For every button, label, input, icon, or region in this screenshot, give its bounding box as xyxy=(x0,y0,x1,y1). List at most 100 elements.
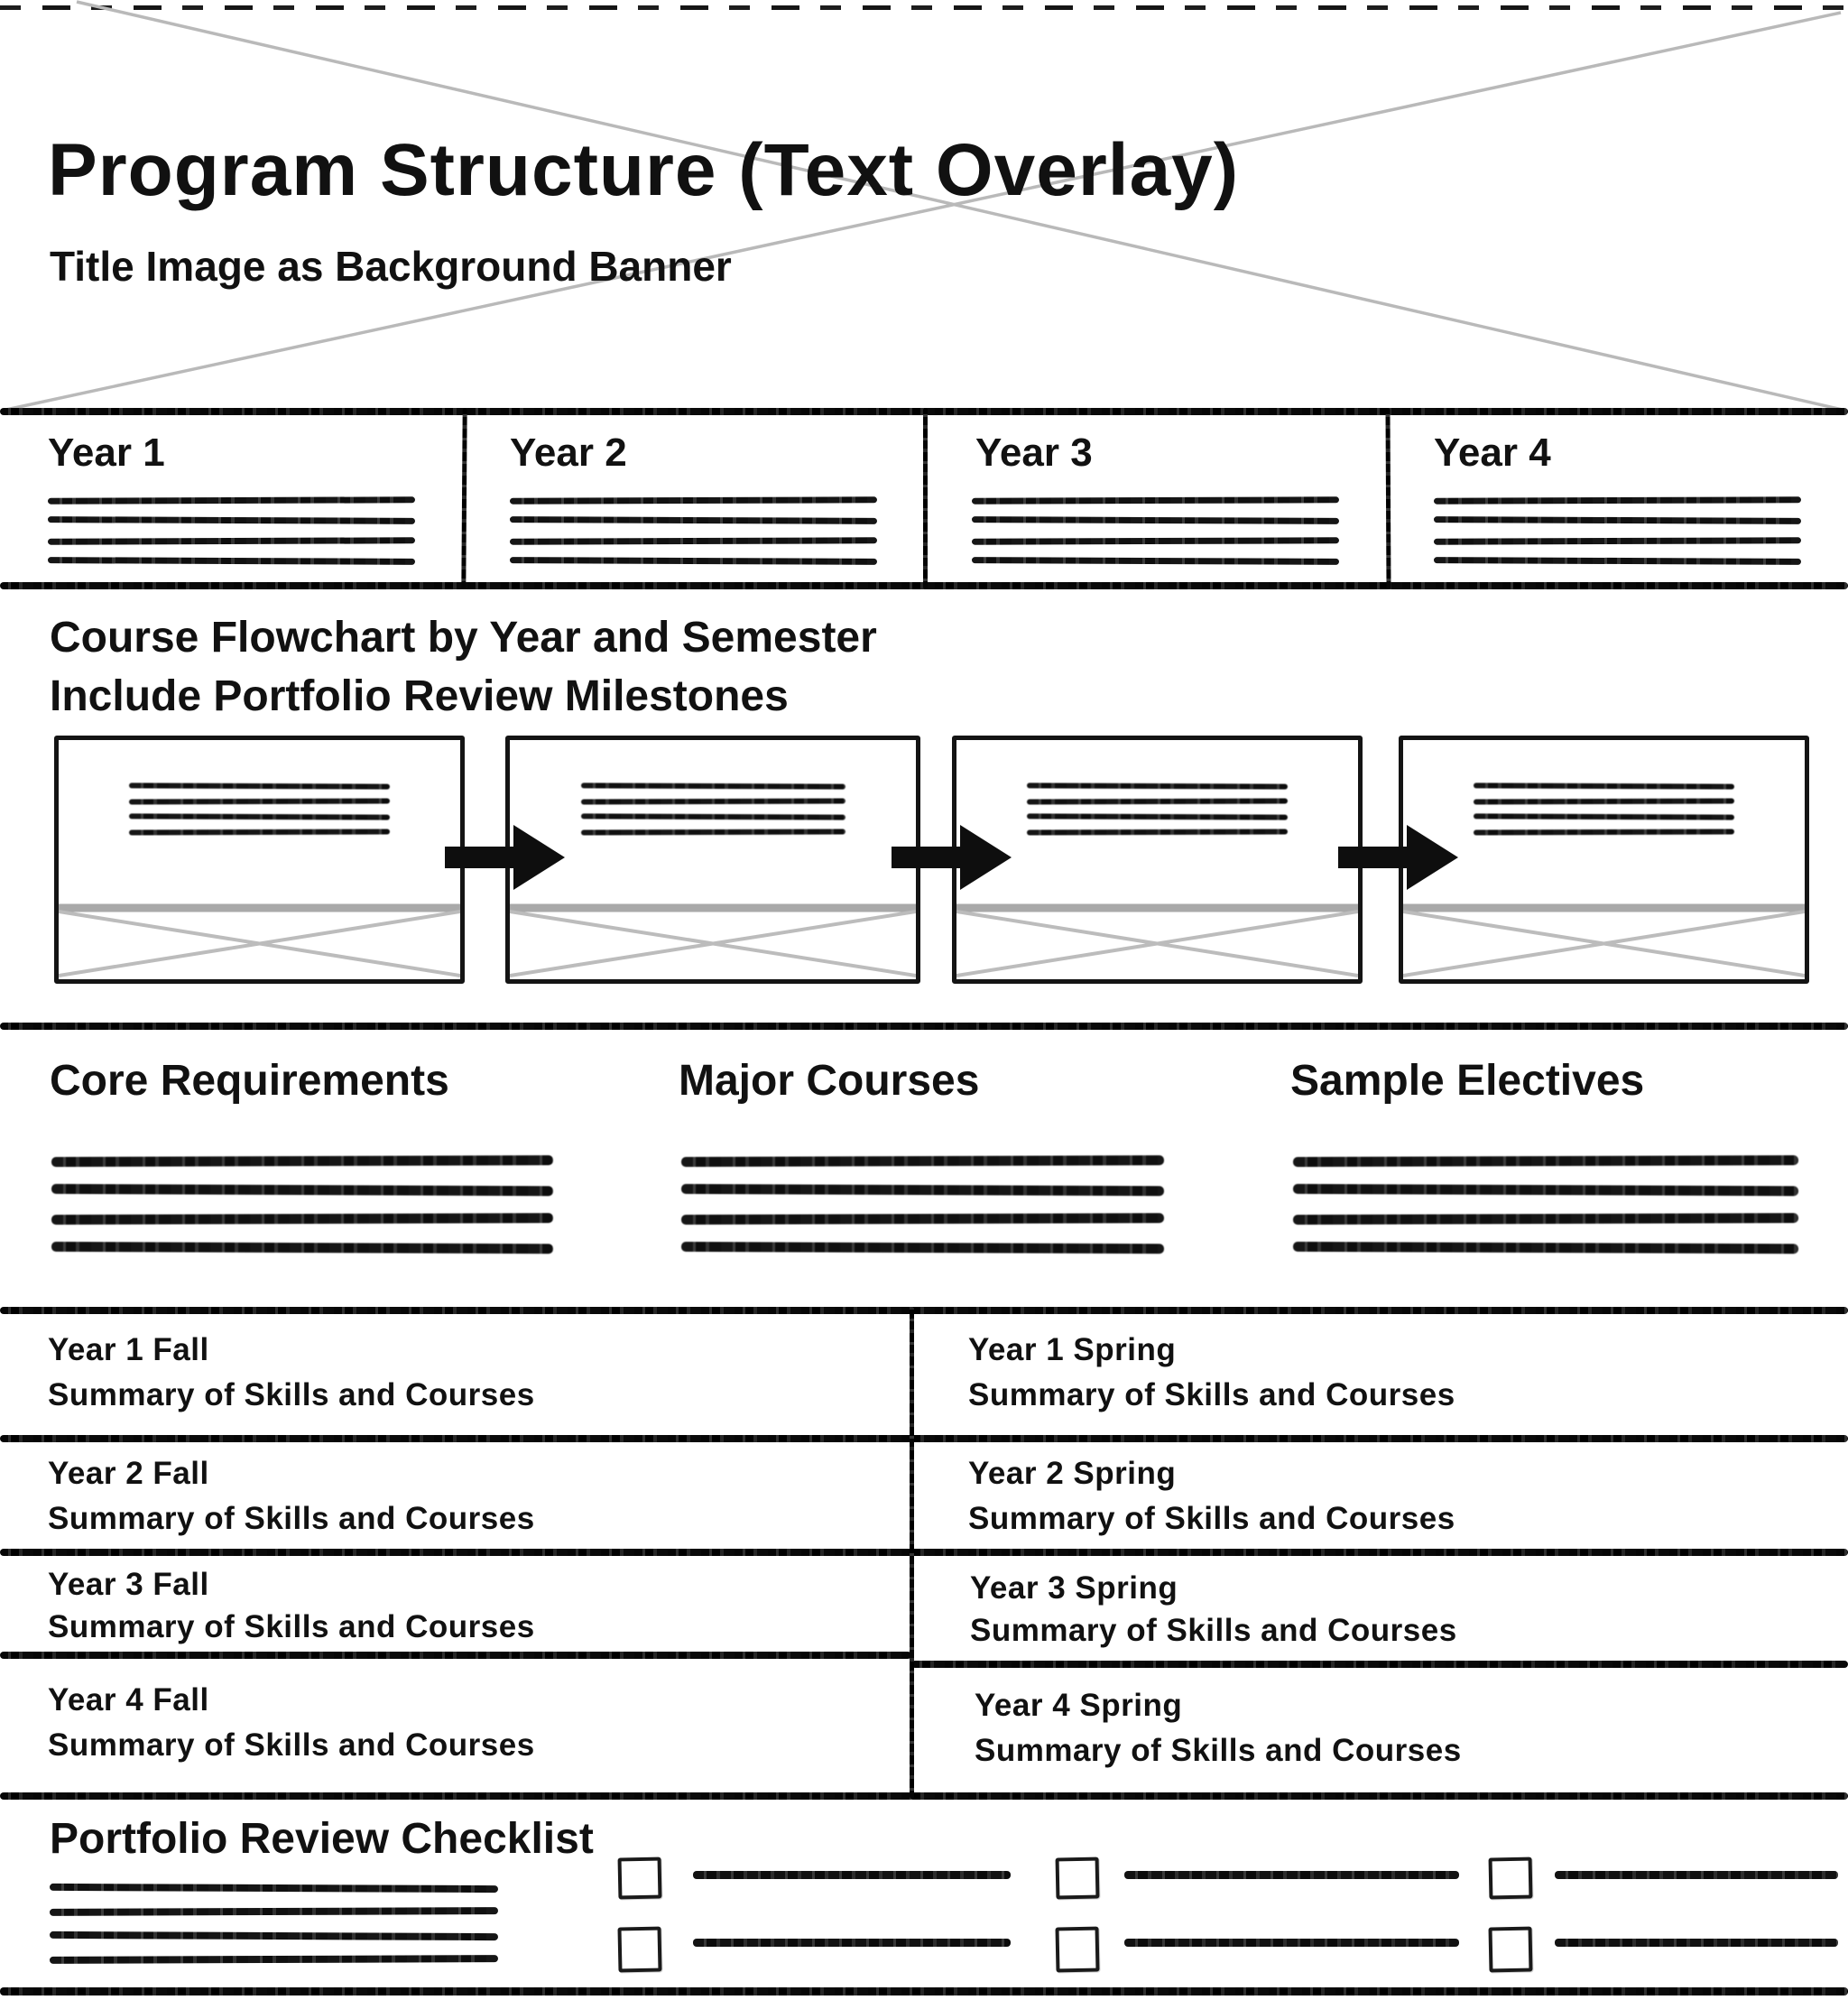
semester-cell-title: Year 2 Fall xyxy=(48,1456,209,1491)
placeholder-text-line xyxy=(47,516,416,524)
course-column-heading: Major Courses xyxy=(679,1057,980,1105)
year-label: Year 3 xyxy=(975,431,1093,475)
semester-cell-summary: Summary of Skills and Courses xyxy=(968,1501,1455,1536)
placeholder-text-line xyxy=(1292,1183,1799,1197)
flow-arrow-icon xyxy=(1338,825,1458,890)
table-row-divider xyxy=(0,1652,911,1659)
semester-cell-title: Year 3 Fall xyxy=(48,1567,209,1602)
semester-cell-summary: Summary of Skills and Courses xyxy=(48,1727,535,1763)
checklist-item-line xyxy=(1124,1939,1459,1947)
semester-cell-summary: Summary of Skills and Courses xyxy=(975,1733,1462,1768)
checkbox[interactable] xyxy=(1488,1856,1533,1900)
placeholder-text-line xyxy=(1473,829,1735,836)
year-column-divider xyxy=(461,407,467,590)
year-label: Year 2 xyxy=(510,431,627,475)
placeholder-text-line xyxy=(680,1183,1165,1197)
image-placeholder xyxy=(1403,903,1805,977)
placeholder-text-line xyxy=(509,496,878,505)
placeholder-text-line xyxy=(580,829,845,836)
checklist-item-line xyxy=(1555,1871,1838,1879)
placeholder-text-line xyxy=(1026,798,1289,805)
placeholder-text-line xyxy=(128,813,391,820)
semester-cell-summary: Summary of Skills and Courses xyxy=(48,1377,535,1412)
placeholder-text-line xyxy=(47,557,416,565)
flow-step-box-3 xyxy=(952,736,1363,984)
flow-arrow-icon xyxy=(445,825,565,890)
flow-step-box-4 xyxy=(1399,736,1809,984)
checkbox[interactable] xyxy=(1488,1926,1533,1973)
page-subtitle: Title Image as Background Banner xyxy=(50,243,732,290)
placeholder-text-line xyxy=(51,1183,554,1197)
checklist-item-line xyxy=(1124,1871,1459,1879)
year-label: Year 4 xyxy=(1434,431,1551,475)
section-divider-line xyxy=(0,1023,1848,1030)
banner-top-sketch-line xyxy=(0,5,1848,10)
placeholder-text-line xyxy=(51,1213,554,1225)
flow-arrow-icon xyxy=(892,825,1012,890)
semester-cell-title: Year 3 Spring xyxy=(970,1570,1178,1606)
image-placeholder xyxy=(59,903,460,977)
placeholder-text-line xyxy=(971,516,1340,524)
placeholder-text-line xyxy=(1473,782,1735,790)
placeholder-text-line xyxy=(971,557,1340,565)
semester-cell-title: Year 4 Spring xyxy=(975,1688,1183,1723)
placeholder-text-line xyxy=(1026,813,1289,820)
placeholder-text-line xyxy=(509,557,878,565)
placeholder-text-line xyxy=(971,537,1340,545)
checkbox[interactable] xyxy=(1055,1856,1100,1900)
placeholder-text-line xyxy=(47,496,416,505)
placeholder-text-line xyxy=(1433,516,1802,524)
image-placeholder xyxy=(510,903,916,977)
placeholder-text-line xyxy=(128,798,391,805)
page-title: Program Structure (Text Overlay) xyxy=(48,129,1240,211)
checklist-item-line xyxy=(693,1871,1011,1879)
placeholder-text-line xyxy=(128,782,391,790)
placeholder-text-line xyxy=(1433,557,1802,565)
placeholder-text-line xyxy=(1473,813,1735,820)
semester-cell-title: Year 2 Spring xyxy=(968,1456,1177,1491)
placeholder-text-line xyxy=(1026,829,1289,836)
table-border-top xyxy=(0,1307,1848,1314)
semester-cell-title: Year 1 Fall xyxy=(48,1332,209,1367)
checklist-item-line xyxy=(693,1939,1011,1947)
placeholder-text-line xyxy=(51,1155,554,1167)
placeholder-text-line xyxy=(680,1213,1165,1225)
table-row-divider xyxy=(0,1435,1848,1442)
course-column-heading: Core Requirements xyxy=(50,1057,449,1105)
flowchart-heading-line2: Include Portfolio Review Milestones xyxy=(50,672,789,720)
placeholder-text-line xyxy=(51,1241,554,1255)
semester-cell-summary: Summary of Skills and Courses xyxy=(48,1501,535,1536)
checklist-heading: Portfolio Review Checklist xyxy=(50,1815,594,1863)
placeholder-text-line xyxy=(580,798,845,805)
placeholder-text-line xyxy=(49,1955,499,1964)
checklist-item-line xyxy=(1555,1939,1838,1947)
year-column-divider xyxy=(923,408,928,589)
checkbox[interactable] xyxy=(617,1926,662,1973)
placeholder-text-line xyxy=(580,782,845,790)
placeholder-text-line xyxy=(580,813,845,820)
table-border-bottom xyxy=(0,1792,1848,1800)
checkbox[interactable] xyxy=(617,1856,662,1900)
semester-cell-title: Year 1 Spring xyxy=(968,1332,1177,1367)
semester-cell-summary: Summary of Skills and Courses xyxy=(48,1609,535,1644)
course-column-heading: Sample Electives xyxy=(1290,1057,1645,1105)
placeholder-text-line xyxy=(1473,798,1735,805)
placeholder-text-line xyxy=(509,516,878,524)
placeholder-text-line xyxy=(1433,496,1802,505)
checkbox[interactable] xyxy=(1055,1926,1100,1973)
table-column-divider xyxy=(910,1307,914,1799)
placeholder-text-line xyxy=(1433,537,1802,545)
semester-cell-summary: Summary of Skills and Courses xyxy=(968,1377,1455,1412)
placeholder-text-line xyxy=(1026,782,1289,790)
banner-image-placeholder-cross xyxy=(1,0,1847,412)
flow-step-box-1 xyxy=(54,736,465,984)
table-row-divider xyxy=(0,1549,1848,1556)
placeholder-text-line xyxy=(128,829,391,836)
year-label: Year 1 xyxy=(48,431,165,475)
semester-cell-summary: Summary of Skills and Courses xyxy=(970,1613,1457,1648)
flow-step-box-2 xyxy=(505,736,920,984)
placeholder-text-line xyxy=(680,1155,1165,1167)
placeholder-text-line xyxy=(971,496,1340,505)
table-row-divider xyxy=(911,1661,1848,1668)
